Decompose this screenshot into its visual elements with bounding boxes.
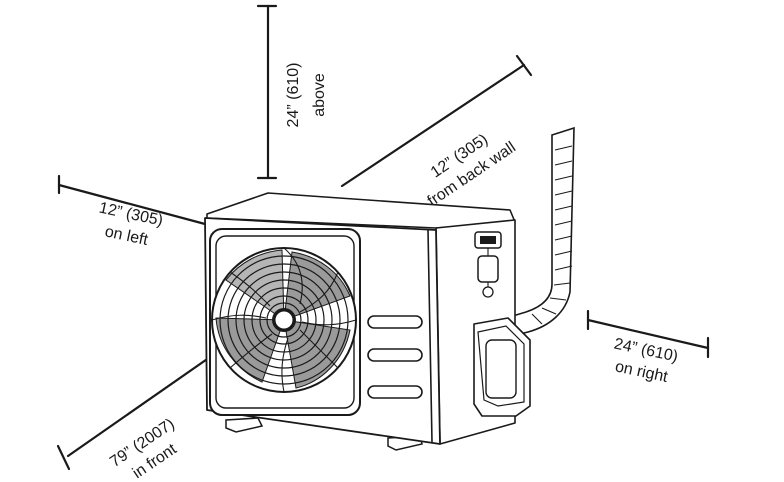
dimension-left: [57, 174, 207, 226]
vent-slot: [367, 385, 423, 399]
dimension-above: [256, 4, 278, 180]
condenser-unit-icon: [204, 192, 531, 451]
refrigerant-line-icon: [504, 126, 575, 337]
vent-slot: [367, 348, 423, 362]
label-above-direction: above: [311, 73, 328, 117]
dimension-right: [586, 309, 710, 359]
fan-icon: [211, 247, 357, 393]
label-above-value: 24” (610): [285, 63, 302, 128]
label-left-direction: on left: [103, 223, 150, 249]
dimension-back: [340, 54, 533, 188]
vent-slot: [367, 315, 423, 329]
service-valve-icon: [474, 231, 502, 298]
connection-cover-icon: [473, 317, 531, 417]
unit-foot-left: [225, 417, 264, 433]
